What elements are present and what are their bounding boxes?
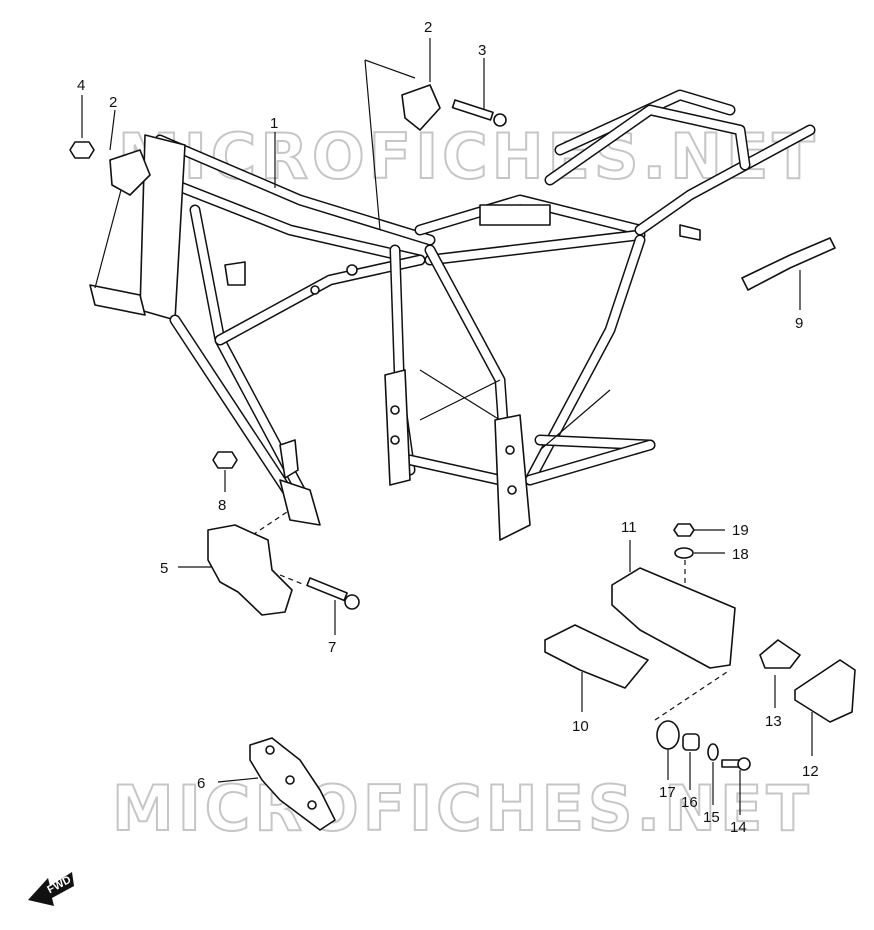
gusset-plate-left[interactable] — [109, 149, 151, 196]
callout-17: 17 — [659, 784, 676, 801]
callout-19: 19 — [732, 522, 749, 539]
nut-8[interactable] — [212, 451, 238, 469]
gusset-plate-right[interactable] — [401, 84, 441, 131]
callout-18: 18 — [732, 546, 749, 563]
callout-6: 6 — [197, 775, 205, 792]
callout-7: 7 — [328, 639, 336, 656]
grommet-17[interactable] — [656, 720, 680, 750]
callout-5: 5 — [160, 560, 168, 577]
watermark-top: MICROFICHES.NET — [118, 120, 819, 193]
main-frame[interactable] — [89, 89, 816, 541]
callout-9: 9 — [795, 315, 803, 332]
bracket-13[interactable] — [759, 639, 801, 669]
leader-lines — [81, 38, 813, 815]
nut-19[interactable] — [673, 523, 695, 537]
callout-14: 14 — [730, 819, 747, 836]
washer-15[interactable] — [707, 743, 719, 761]
fwd-direction-badge: FWD — [28, 872, 74, 906]
callout-8: 8 — [218, 497, 226, 514]
bolt-14[interactable] — [721, 757, 751, 771]
strap-9[interactable] — [741, 237, 836, 291]
bolt-3[interactable] — [451, 99, 507, 127]
watermark-bottom: MICROFICHES.NET — [112, 772, 813, 845]
callout-10: 10 — [572, 718, 589, 735]
callout-1: 1 — [270, 115, 278, 132]
callout-2: 2 — [424, 19, 432, 36]
callout-12: 12 — [802, 763, 819, 780]
callout-15: 15 — [703, 809, 720, 826]
callout-13: 13 — [765, 713, 782, 730]
callout-11: 11 — [621, 519, 637, 536]
bolt-7[interactable] — [306, 577, 360, 610]
callout-16: 16 — [681, 794, 698, 811]
cover-10[interactable] — [544, 624, 649, 689]
guard-11[interactable] — [611, 567, 736, 669]
spacer-16[interactable] — [682, 733, 700, 751]
callout-2: 2 — [109, 94, 117, 111]
side-plate-12[interactable] — [794, 659, 856, 723]
nut-4[interactable] — [69, 141, 95, 159]
washer-18[interactable] — [674, 547, 694, 559]
callout-4: 4 — [77, 77, 85, 94]
callout-3: 3 — [478, 42, 486, 59]
engine-mount-bracket-5[interactable] — [207, 524, 293, 616]
